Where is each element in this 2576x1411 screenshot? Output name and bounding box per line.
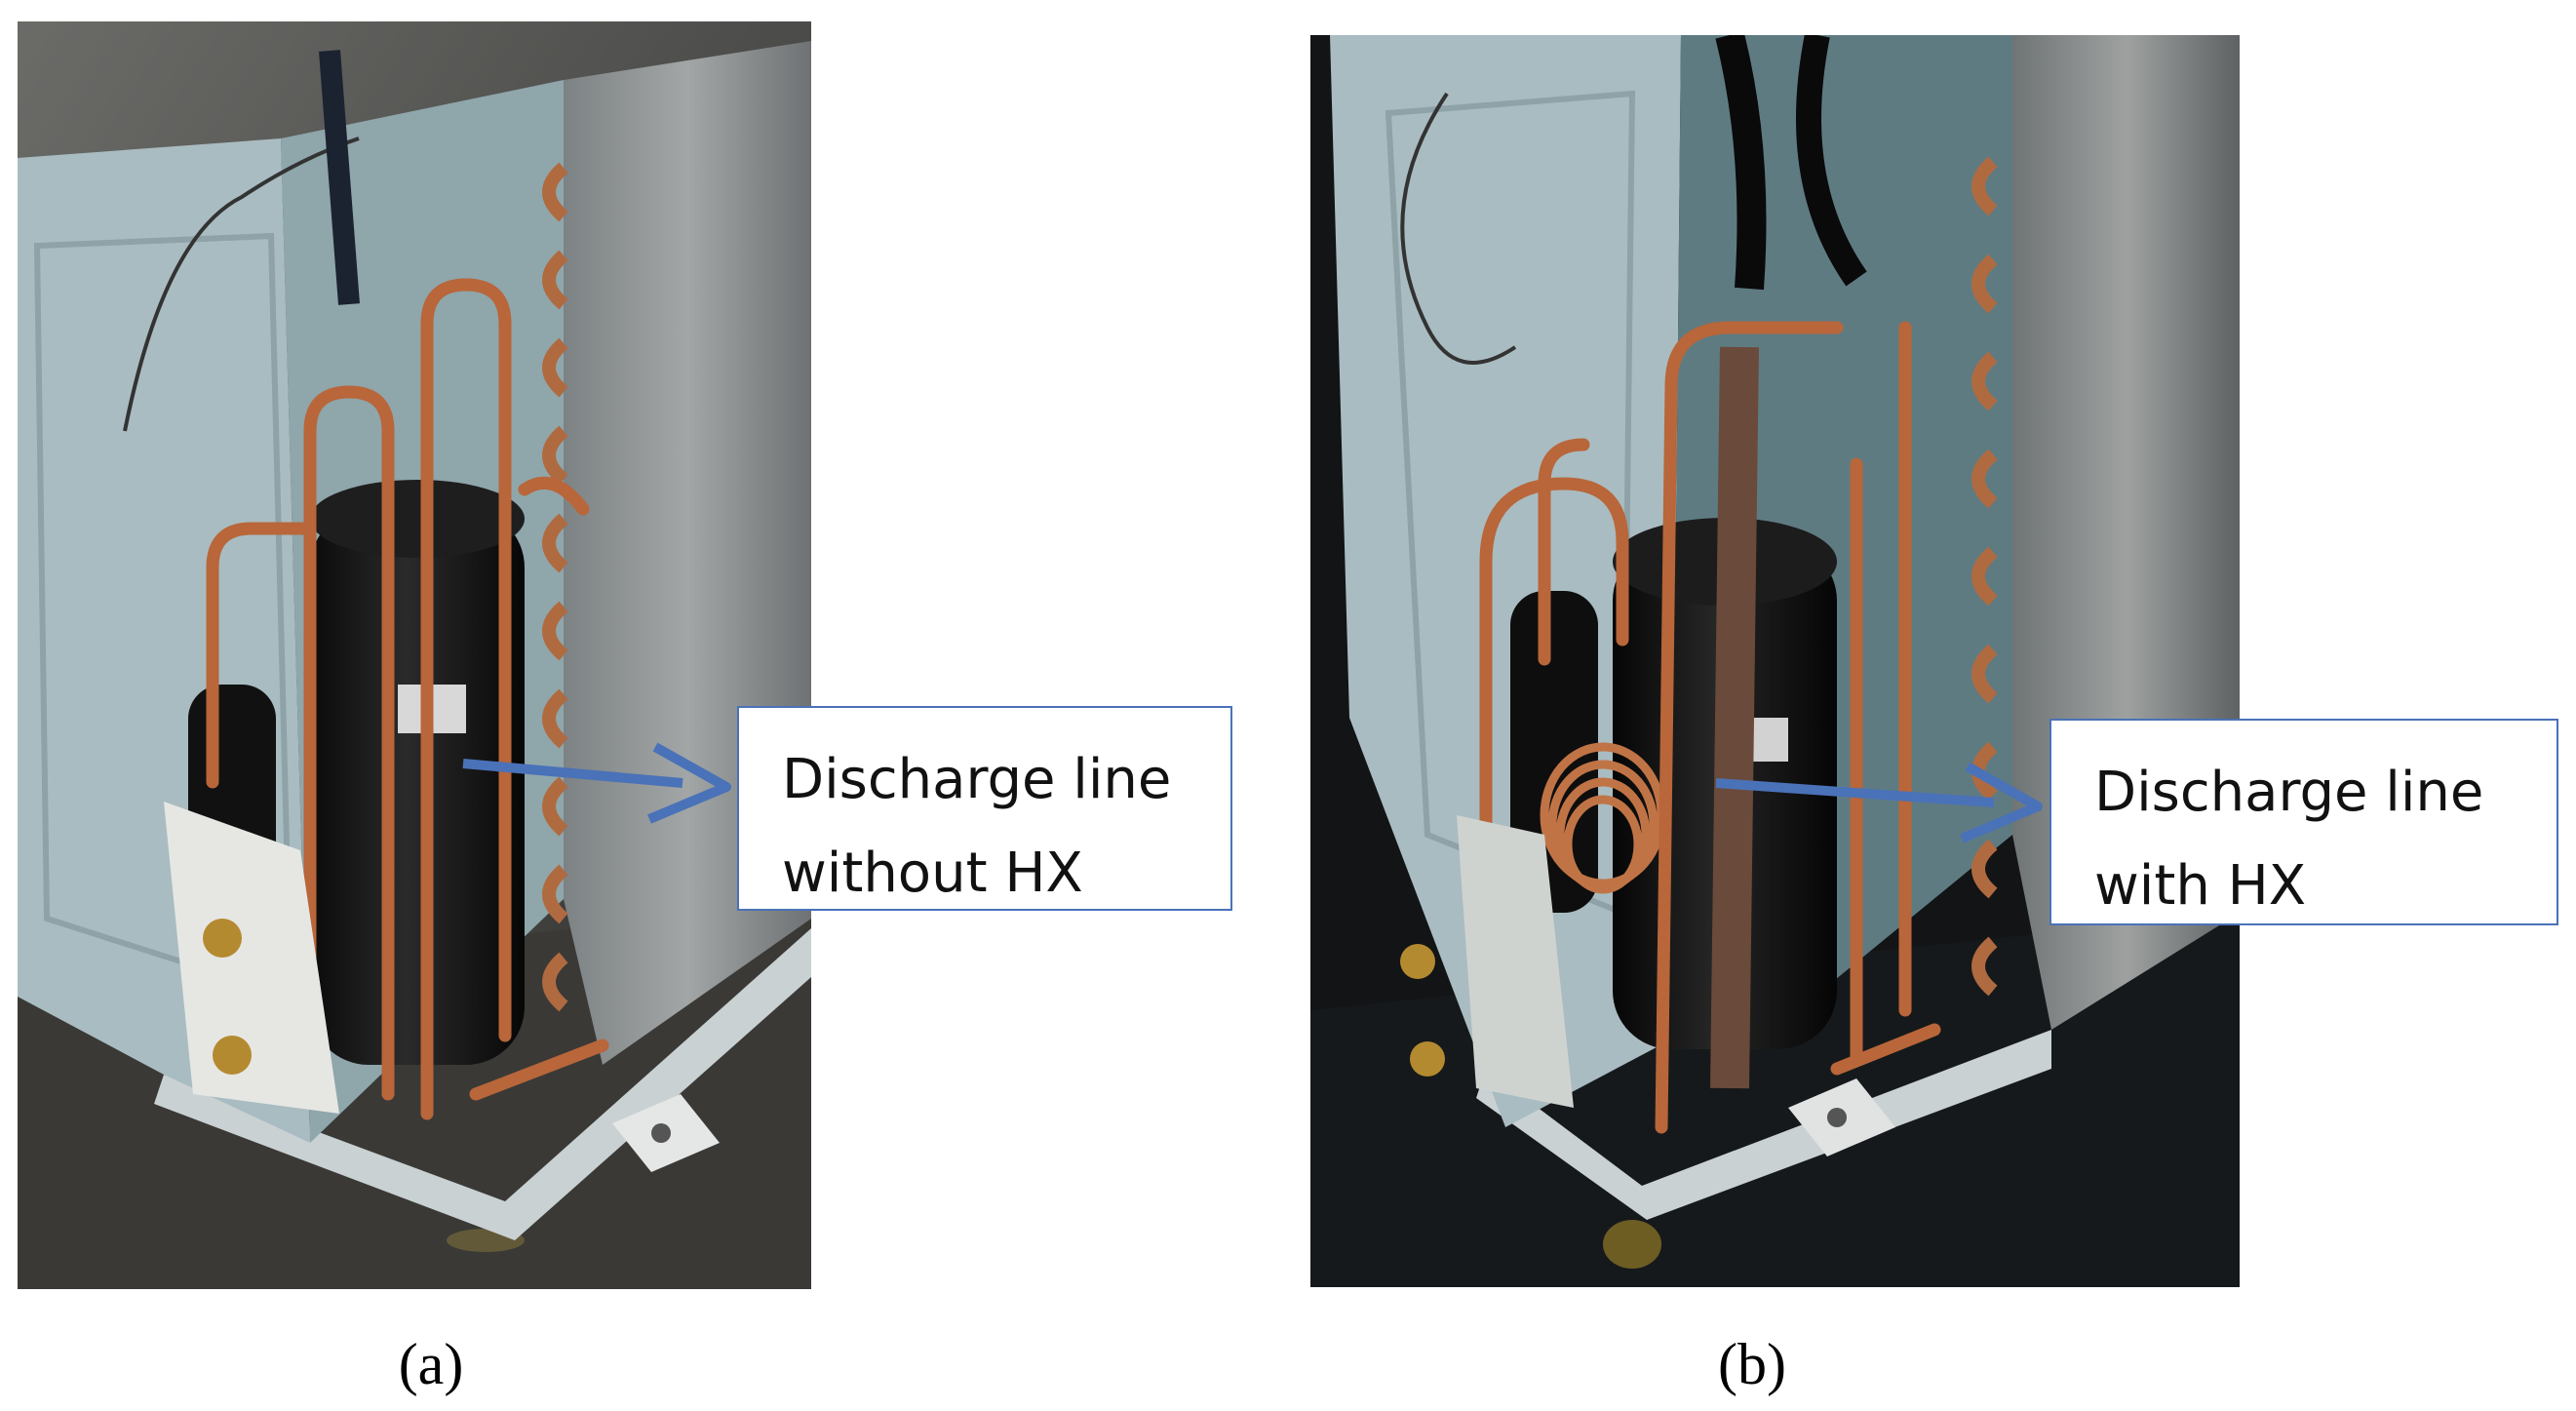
photo-b — [1310, 35, 2240, 1287]
callout-a-line-1: Discharge line — [782, 748, 1172, 811]
callout-a-line-2: without HX — [782, 842, 1083, 905]
callout-b-line-1: Discharge line — [2094, 761, 2484, 824]
caption-b: (b) — [1718, 1332, 1786, 1396]
callout-b-line-2: with HX — [2094, 854, 2307, 918]
callout-a: Discharge line without HX — [737, 706, 1232, 911]
caption-a: (a) — [398, 1332, 464, 1396]
callout-b: Discharge line with HX — [2049, 719, 2558, 925]
